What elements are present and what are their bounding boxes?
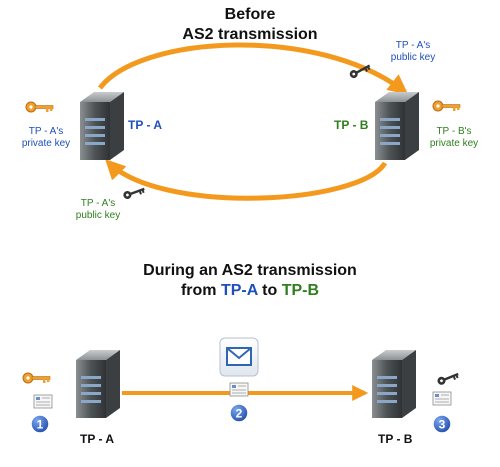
step-number-1: 1 — [37, 418, 44, 432]
server-tp-b-top — [375, 92, 419, 160]
a-key-bottom-icon — [22, 372, 51, 384]
bottom-title-from: TP-A — [220, 282, 258, 299]
top-title-line2: AS2 transmission — [182, 26, 318, 43]
top-server-b-label: TP - B — [334, 118, 369, 132]
a-private-key-label: TP - A's private key — [21, 126, 71, 149]
bottom-title-line1: During an AS2 transmission — [143, 262, 357, 279]
top-title-line1: Before — [224, 6, 276, 23]
server-tp-a-bottom — [76, 350, 120, 418]
top-server-a-label: TP - A — [128, 118, 163, 132]
step-badge-1: 1 — [30, 414, 50, 434]
b-public-key-label: TP - A's public key — [390, 40, 436, 63]
bottom-server-b-label: TP - B — [378, 432, 413, 446]
b-private-key-label: TP - B's private key — [429, 126, 479, 149]
b-private-key-icon — [432, 100, 461, 112]
top-arrow-a-to-b — [98, 42, 409, 95]
document-icon-2 — [229, 382, 249, 397]
server-tp-a-top — [80, 92, 124, 160]
step-number-3: 3 — [439, 418, 446, 432]
a-public-key-icon — [122, 185, 146, 201]
bottom-title-line2: from TP-A to TP-B — [100, 282, 400, 300]
step-number-2: 2 — [236, 407, 243, 421]
a-public-key-label: TP - A's public key — [75, 198, 121, 221]
a-private-key-icon — [25, 101, 54, 113]
b-key-bottom-icon — [436, 370, 460, 386]
server-tp-b-bottom — [372, 350, 416, 418]
bottom-title-mid: to — [257, 282, 282, 299]
bottom-title-to: TP-B — [281, 282, 320, 299]
bottom-server-a-label: TP - A — [80, 432, 115, 446]
step-badge-2: 2 — [229, 403, 249, 423]
step-badge-3: 3 — [432, 414, 452, 434]
envelope-icon — [219, 337, 259, 377]
document-icon-3 — [432, 391, 452, 406]
document-icon-1 — [33, 394, 53, 409]
bottom-title-prefix: from — [180, 282, 221, 299]
top-arrow-b-to-a — [105, 159, 388, 201]
